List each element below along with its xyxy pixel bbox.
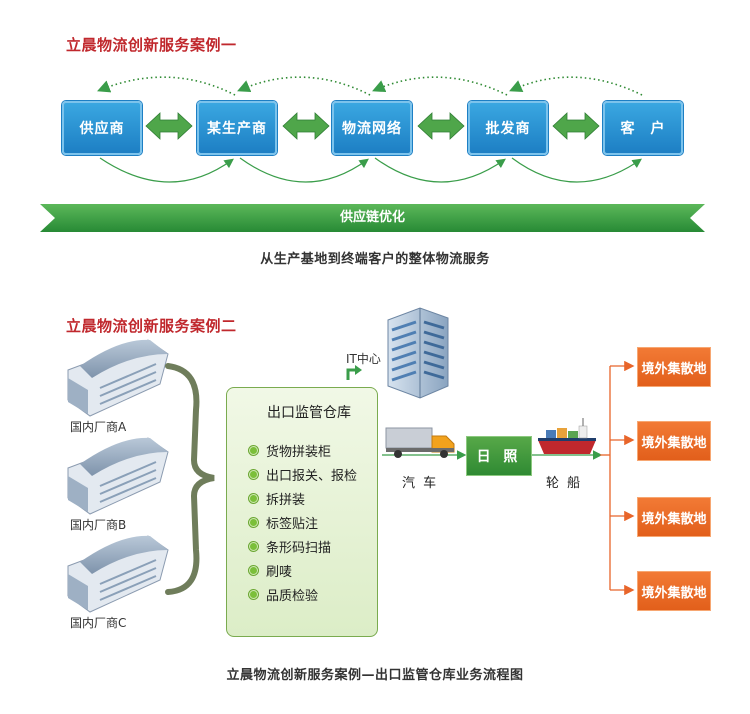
it-tower-icon [387,307,449,399]
list-item: 拆拼装 [249,486,357,510]
destination-box-2: 境外集散地 [637,421,711,461]
bullet-icon [249,565,258,575]
factory-a-label: 国内厂商A [70,420,127,434]
node-manufacturer: 某生产商 [197,101,277,155]
warehouse-service-list: 货物拼装柜 出口报关、报检 拆拼装 标签贴注 条形码扫描 刷唛 品质检验 [249,438,357,606]
list-item: 标签贴注 [249,510,357,534]
case2-caption: 立晨物流创新服务案例—出口监管仓库业务流程图 [226,668,524,683]
export-warehouse: 出口监管仓库 货物拼装柜 出口报关、报检 拆拼装 标签贴注 条形码扫描 刷唛 品… [226,387,378,637]
port-rizhao: 日 照 [466,436,532,476]
truck-label: 汽 车 [402,476,439,491]
warehouse-title: 出口监管仓库 [267,405,351,421]
ship-label: 轮 船 [546,476,583,491]
bullet-icon [249,493,258,503]
it-center-label: IT中心 [346,352,381,366]
curly-brace [165,363,215,595]
bullet-icon [249,445,258,455]
destination-box-4: 境外集散地 [637,571,711,611]
case1-caption: 从生产基地到终端客户的整体物流服务 [260,252,490,267]
factory-c-icon [67,535,169,613]
destination-box-1: 境外集散地 [637,347,711,387]
bullet-icon [249,541,258,551]
node-customer: 客 户 [603,101,683,155]
node-logistics-network: 物流网络 [332,101,412,155]
destination-box-3: 境外集散地 [637,497,711,537]
supply-chain-band: 供应链优化 [40,204,705,232]
case1-flow-arrows [40,76,705,232]
list-item: 刷唛 [249,558,357,582]
bullet-icon [249,469,258,479]
ship-icon [538,418,596,454]
list-item: 品质检验 [249,582,357,606]
case2-title: 立晨物流创新服务案例二 [66,317,237,335]
bullet-icon [249,589,258,599]
it-arrow-icon [346,368,356,380]
factory-b-icon [67,437,169,515]
list-item: 货物拼装柜 [249,438,357,462]
node-wholesaler: 批发商 [468,101,548,155]
case2-graphics [67,307,635,613]
bullet-icon [249,517,258,527]
case1-title: 立晨物流创新服务案例一 [66,36,237,54]
truck-icon [385,427,455,458]
factory-a-icon [67,339,169,417]
list-item: 条形码扫描 [249,534,357,558]
supply-chain-band-label: 供应链优化 [339,210,405,225]
node-supplier: 供应商 [62,101,142,155]
factory-b-label: 国内厂商B [70,518,127,532]
factory-c-label: 国内厂商C [70,616,127,630]
list-item: 出口报关、报检 [249,462,357,486]
